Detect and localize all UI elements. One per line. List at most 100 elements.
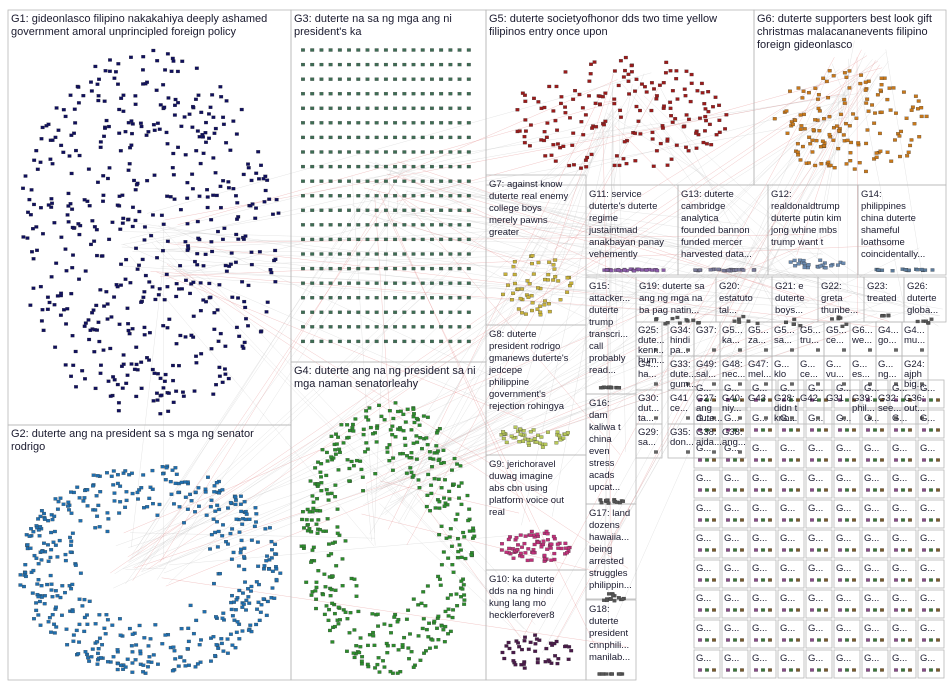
node	[852, 398, 856, 402]
node	[536, 433, 541, 438]
node	[336, 622, 341, 626]
group-label-g15: attacker...	[589, 293, 630, 304]
node	[374, 237, 379, 242]
node	[120, 221, 125, 225]
node	[726, 458, 730, 462]
node	[85, 652, 89, 657]
tile-box	[917, 409, 945, 439]
node	[796, 668, 800, 672]
node	[133, 94, 138, 98]
edge	[831, 63, 846, 98]
node	[374, 325, 379, 329]
node	[376, 624, 381, 628]
node	[466, 208, 471, 212]
node	[768, 668, 772, 672]
node	[103, 126, 107, 130]
node	[650, 268, 655, 272]
node	[337, 223, 342, 227]
node	[936, 458, 940, 462]
node	[894, 382, 898, 386]
group-label-g15: duterte	[589, 305, 619, 316]
node	[817, 398, 821, 402]
group-box-g14	[857, 184, 947, 276]
node	[589, 62, 593, 66]
node	[121, 109, 126, 113]
node	[365, 281, 370, 285]
node	[244, 512, 249, 516]
node	[333, 448, 338, 452]
node	[430, 252, 434, 256]
edge	[128, 111, 629, 562]
node	[466, 237, 471, 242]
node	[50, 595, 55, 599]
group-label-g17: arrested	[589, 556, 624, 567]
node	[466, 92, 471, 96]
tile-label: G42	[800, 393, 818, 404]
node	[501, 436, 506, 441]
node	[148, 485, 153, 489]
node	[326, 498, 331, 502]
node	[247, 601, 252, 605]
node	[712, 416, 716, 420]
node	[448, 48, 453, 52]
node	[698, 638, 702, 642]
tile-label: G...	[696, 593, 711, 604]
edge	[856, 57, 858, 316]
node	[936, 398, 940, 402]
node	[347, 121, 351, 125]
node	[448, 527, 453, 531]
node	[102, 304, 107, 308]
edge	[121, 117, 848, 245]
node	[573, 88, 577, 93]
node	[270, 212, 275, 216]
node	[430, 325, 434, 329]
node	[644, 90, 649, 94]
node	[598, 498, 603, 502]
edge	[669, 59, 873, 317]
node	[580, 106, 585, 110]
node	[375, 612, 380, 616]
node	[156, 662, 160, 666]
node	[159, 393, 164, 397]
group-label-g21: duterte	[775, 293, 805, 304]
tile-label: G...	[864, 473, 879, 484]
tile-label: G...	[864, 443, 879, 454]
node	[347, 325, 351, 329]
node	[103, 632, 108, 636]
node	[173, 466, 178, 470]
node	[278, 571, 283, 575]
node	[536, 540, 541, 545]
node	[922, 668, 926, 672]
node	[231, 186, 236, 191]
node	[117, 107, 122, 112]
node	[329, 491, 334, 496]
node	[301, 223, 305, 227]
node	[52, 622, 57, 626]
node	[347, 194, 351, 198]
node	[353, 417, 358, 421]
node	[194, 149, 199, 153]
tile-label: G6...	[852, 325, 873, 336]
edge-layer	[110, 40, 943, 662]
edge	[351, 175, 376, 546]
node	[430, 164, 434, 169]
node	[447, 489, 452, 494]
node	[38, 160, 43, 164]
node	[915, 319, 920, 324]
node	[523, 129, 528, 133]
node	[125, 306, 130, 310]
node	[310, 48, 315, 52]
node	[73, 121, 78, 125]
node	[393, 252, 398, 256]
node	[311, 545, 316, 549]
node	[34, 556, 39, 560]
node	[188, 603, 193, 608]
group-label-g10: G10: ka duterte	[489, 574, 554, 585]
node	[501, 430, 506, 434]
node	[754, 608, 758, 612]
node	[130, 131, 134, 136]
node	[448, 179, 453, 183]
node	[147, 280, 152, 284]
node	[334, 432, 338, 436]
node	[164, 130, 169, 135]
